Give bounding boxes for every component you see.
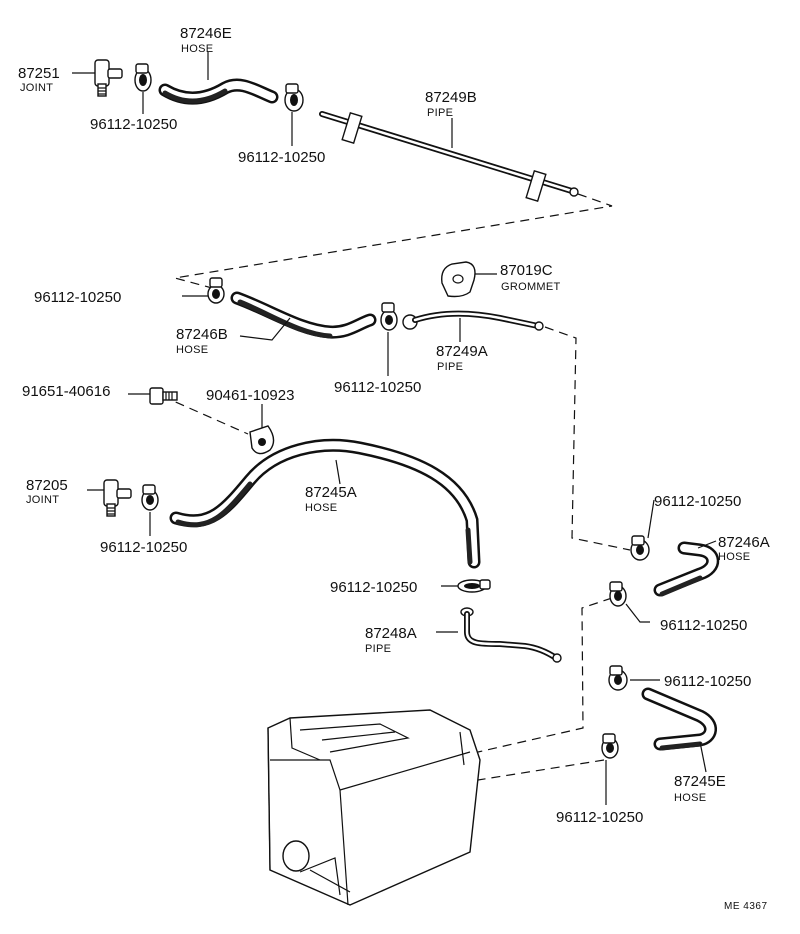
label-87251-desc: JOINT (20, 82, 53, 94)
hose-clip-5 (141, 484, 159, 511)
label-clip-6: 96112-10250 (330, 579, 417, 596)
label-87249a-part: 87249A (436, 343, 488, 360)
label-87249b-part: 87249B (425, 89, 477, 106)
label-clip-9: 96112-10250 (664, 673, 751, 690)
label-clip-10: 96112-10250 (556, 809, 643, 826)
grommet-87019c (441, 261, 476, 298)
label-clip-4: 96112-10250 (334, 379, 421, 396)
routing-dashed-lines (161, 193, 631, 781)
hose-clip-9 (608, 665, 628, 691)
diagram-reference: ME 4367 (724, 901, 768, 912)
joint-87205 (103, 479, 132, 517)
label-87249b-desc: PIPE (427, 107, 453, 119)
label-clip-3: 96112-10250 (34, 289, 121, 306)
label-87246e-desc: HOSE (181, 43, 213, 55)
label-87019c-desc: GROMMET (501, 281, 561, 293)
label-87246b-part: 87246B (176, 326, 228, 343)
hose-clip-8 (609, 581, 627, 607)
label-clip-5: 96112-10250 (100, 539, 187, 556)
hose-87245a (169, 438, 481, 569)
label-87245a-part: 87245A (305, 484, 357, 501)
callout-labels: 87246E HOSE 87251 JOINT 96112-10250 9611… (18, 25, 770, 912)
clamp-90461-10923 (249, 425, 275, 455)
label-91651: 91651-40616 (22, 383, 110, 400)
pipe-87249b (319, 111, 579, 203)
hose-87246e (158, 78, 279, 105)
hose-clip-4 (380, 302, 398, 331)
label-clip-7: 96112-10250 (654, 493, 741, 510)
label-87205-desc: JOINT (26, 494, 59, 506)
label-87246a-part: 87246A (718, 534, 770, 551)
pipe-87249a (402, 310, 544, 331)
hose-87246b (230, 291, 377, 339)
hose-clip-7 (630, 535, 650, 561)
label-clip-1: 96112-10250 (90, 116, 177, 133)
pipe-87248a (460, 607, 562, 663)
label-87246a-desc: HOSE (718, 551, 750, 563)
bolt-91651-40616 (149, 387, 178, 405)
reservoir-tank (267, 709, 481, 906)
label-87249a-desc: PIPE (437, 361, 463, 373)
label-87246b-desc: HOSE (176, 344, 208, 356)
label-87205-part: 87205 (26, 477, 68, 494)
label-90461: 90461-10923 (206, 387, 294, 404)
hose-clip-2 (284, 83, 304, 112)
leader-lines (72, 52, 717, 805)
hose-clip-10 (601, 733, 619, 759)
joint-87251 (94, 59, 123, 97)
label-clip-8: 96112-10250 (660, 617, 747, 634)
hose-clip-3 (207, 277, 225, 304)
label-87246e-part: 87246E (180, 25, 232, 42)
label-87019c-part: 87019C (500, 262, 553, 279)
label-clip-2: 96112-10250 (238, 149, 325, 166)
hose-clip-1 (134, 63, 152, 92)
label-87245a-desc: HOSE (305, 502, 337, 514)
label-87245e-part: 87245E (674, 773, 726, 790)
hose-clip-6 (457, 579, 491, 593)
label-87248a-desc: PIPE (365, 643, 391, 655)
label-87248a-part: 87248A (365, 625, 417, 642)
hose-87245e (641, 687, 717, 751)
label-87251-part: 87251 (18, 65, 60, 82)
hose-87246a (653, 541, 720, 597)
label-87245e-desc: HOSE (674, 792, 706, 804)
